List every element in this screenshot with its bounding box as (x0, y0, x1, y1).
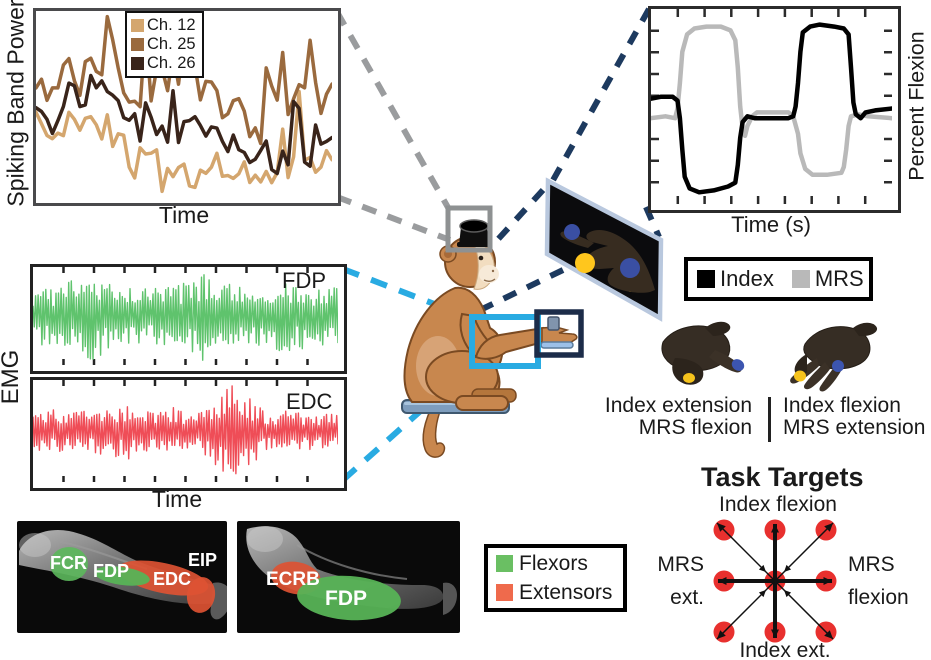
legend-item: Ch. 25 (131, 35, 196, 54)
task-label-mrs-flexion: MRS flexion (848, 553, 909, 609)
emg-connector-line (341, 266, 473, 321)
behavior-connector-line (488, 187, 546, 250)
task-label-mrs-ext: MRS ext. (657, 553, 704, 609)
caption-index-flexion: Index flexion MRS extension (783, 394, 926, 439)
monkey-nostril (491, 269, 495, 273)
legend-label: Index (720, 266, 774, 291)
flexion-trace (651, 22, 892, 195)
emg-y-axis-label: EMG (0, 349, 24, 405)
spiking-y-axis-label: Spiking Band Power (2, 0, 29, 207)
spiking-legend: Ch. 12 Ch. 25 Ch. 26 (125, 11, 204, 78)
legend-item: Ch. 26 (131, 54, 196, 73)
task-targets-diagram (713, 519, 837, 643)
ecrb-label: ECRB (266, 569, 320, 590)
emg-trace (33, 274, 338, 361)
mrs-fingertip-yellow (683, 373, 695, 383)
extensors-swatch (496, 584, 513, 601)
eip-label: EIP (188, 550, 217, 570)
neural-connector-line (335, 194, 452, 243)
emg-x-axis-label: Time (151, 486, 203, 512)
head-implant-icon (457, 219, 491, 247)
index-swatch (697, 270, 715, 288)
emg-trace (33, 385, 338, 475)
fdp-muscle-overlay (94, 566, 150, 586)
monkey-muzzle (479, 265, 499, 283)
edc-label: EDC (153, 569, 191, 589)
neural-connector-line (334, 10, 453, 213)
manipulandum-knob (547, 316, 560, 331)
behavior-connector-line (549, 7, 652, 184)
legend-item: Extensors (496, 581, 615, 605)
mrs-fingertip-blue (832, 360, 844, 372)
headstage-box (445, 205, 493, 253)
emg-edc-plot (30, 377, 347, 491)
legend-label: Extensors (519, 580, 613, 604)
spiking-trace (36, 73, 332, 176)
caption-divider (768, 397, 771, 442)
fdp-label: FDP (93, 561, 129, 581)
fcr-muscle-overlay (50, 547, 88, 581)
caption-index-extension: Index extension MRS flexion (604, 394, 752, 439)
screen-target-dot (620, 258, 640, 278)
legend-label: MRS (814, 266, 864, 291)
legend-item: Ch. 12 (131, 16, 196, 35)
flexors-swatch (496, 555, 513, 572)
fdp-trace-label: FDP (282, 268, 326, 293)
edc-trace-label: EDC (286, 389, 333, 414)
task-label-index-flexion: Index flexion (719, 493, 837, 516)
behavior-connector-line (474, 267, 565, 315)
mrs-swatch (791, 270, 810, 288)
spiking-trace (36, 89, 332, 194)
monkey-mouth (483, 278, 496, 282)
spiking-x-axis-label: Time (158, 202, 210, 228)
fdp-muscle-overlay (297, 575, 401, 621)
legend-label: Ch. 26 (147, 54, 196, 72)
flexion-trace (651, 24, 892, 178)
muscle-image-extensor-view: ECRB FDP (237, 521, 460, 633)
screen-target-dot (564, 224, 580, 240)
hand-photo (443, 582, 457, 615)
screen-target-dot (575, 253, 595, 273)
eip-muscle-overlay (186, 577, 216, 613)
task-targets-title: Task Targets (701, 462, 864, 492)
legend-label: Ch. 12 (147, 16, 196, 34)
flexion-plot (648, 6, 901, 213)
hand-index-flexion (790, 322, 878, 392)
channel-25-swatch (131, 38, 144, 51)
virtual-hand-on-screen (585, 230, 655, 293)
legend-item: Flexors (496, 552, 615, 576)
flexion-x-axis-label: Time (s) (731, 212, 811, 237)
display-screen (544, 177, 664, 322)
flexion-y-axis-label: Percent Flexion (904, 31, 929, 181)
task-label-index-ext: Index ext. (739, 639, 831, 660)
manipulandum-box (534, 309, 584, 358)
monkey-eye (478, 255, 484, 261)
hand-index-extension (661, 321, 745, 385)
monkey-foot (455, 395, 509, 411)
muscle-legend: Flexors Extensors (484, 544, 627, 612)
channel-26-swatch (131, 57, 144, 70)
index-fingertip-blue (731, 359, 745, 371)
legend-label: Ch. 25 (147, 35, 196, 53)
fcr-label: FCR (50, 553, 87, 573)
fdp-label: FDP (325, 587, 367, 610)
emg-fdp-plot (30, 264, 347, 374)
behavior-legend: Index MRS (684, 257, 873, 301)
hand-posture-illustrations (661, 321, 878, 392)
index-fingertip-yellow (794, 370, 806, 382)
edc-muscle-overlay (117, 560, 209, 596)
monkey-scene (401, 177, 664, 458)
monkey-tail (422, 400, 446, 458)
legend-label: Flexors (519, 551, 588, 575)
muscle-image-flexor-view: FCR FDP EDC EIP (17, 521, 227, 633)
manipulandum-bar (540, 341, 574, 349)
channel-12-swatch (131, 19, 144, 32)
